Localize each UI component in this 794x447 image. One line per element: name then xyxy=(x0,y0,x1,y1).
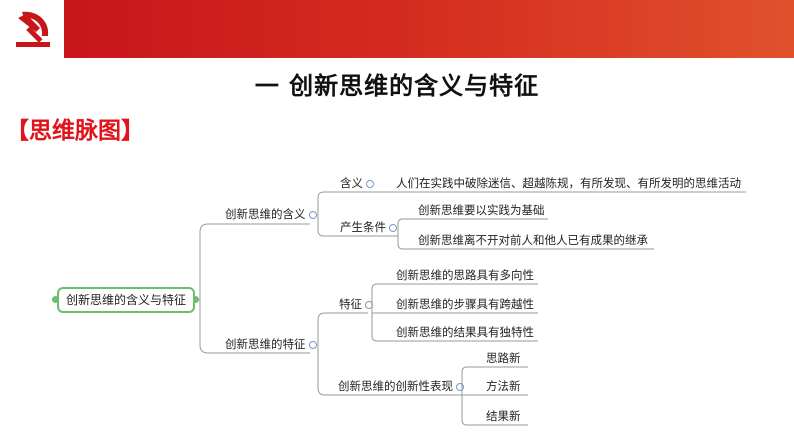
branch-meaning-label: 创新思维的含义 xyxy=(225,207,306,221)
root-left-handle[interactable] xyxy=(52,296,59,303)
root-right-handle[interactable] xyxy=(192,296,199,303)
features-node[interactable]: 特征 xyxy=(339,296,373,312)
condition-item[interactable]: 创新思维要以实践为基础 xyxy=(418,203,545,217)
connector-branch2-expression xyxy=(317,343,462,396)
collapse-toggle-icon[interactable] xyxy=(366,179,374,188)
connector-expression-3 xyxy=(461,395,528,426)
connector-branch1-conditions xyxy=(317,214,398,237)
header-gradient xyxy=(64,0,794,58)
connector-branch1-meaning xyxy=(317,191,368,214)
connector-root-branch2 xyxy=(199,300,310,354)
collapse-toggle-icon[interactable] xyxy=(308,210,317,219)
connector-condition-2 xyxy=(397,236,654,250)
feature-item[interactable]: 创新思维的步骤具有跨越性 xyxy=(396,297,534,311)
connector-root-branch1 xyxy=(195,223,310,301)
branch-features-node[interactable]: 创新思维的特征 xyxy=(225,336,317,352)
meaning-node[interactable]: 含义 xyxy=(340,175,374,191)
section-label: 【思维脉图】 xyxy=(6,118,144,144)
conditions-label: 产生条件 xyxy=(340,220,386,234)
expression-item[interactable]: 思路新 xyxy=(486,351,521,365)
slide-title: 一 创新思维的含义与特征 xyxy=(254,72,540,100)
condition-item[interactable]: 创新思维离不开对前人和他人已有成果的继承 xyxy=(418,233,648,247)
mindmap-root-node[interactable]: 创新思维的含义与特征 xyxy=(57,287,195,313)
meaning-label: 含义 xyxy=(340,176,363,190)
party-emblem-icon xyxy=(16,11,50,47)
expression-item[interactable]: 结果新 xyxy=(486,409,521,423)
features-label: 特征 xyxy=(339,297,362,311)
branch-features-label: 创新思维的特征 xyxy=(225,337,306,351)
branch-meaning-node[interactable]: 创新思维的含义 xyxy=(225,206,317,222)
connector-feature-1 xyxy=(371,283,538,313)
feature-item[interactable]: 创新思维的结果具有独特性 xyxy=(396,325,534,339)
expression-label: 创新思维的创新性表现 xyxy=(338,379,453,393)
connector-condition-1 xyxy=(397,218,548,236)
connector-expression-1 xyxy=(461,366,528,395)
meaning-text-node[interactable]: 人们在实践中破除迷信、超越陈规，有所发现、有所发明的思维活动 xyxy=(396,176,741,190)
expression-item[interactable]: 方法新 xyxy=(486,379,521,393)
connector-branch2-features xyxy=(317,312,368,343)
collapse-toggle-icon[interactable] xyxy=(308,340,317,349)
collapse-toggle-icon[interactable] xyxy=(389,223,397,232)
expression-node[interactable]: 创新思维的创新性表现 xyxy=(338,378,464,394)
collapse-toggle-icon[interactable] xyxy=(365,300,373,309)
collapse-toggle-icon[interactable] xyxy=(456,382,464,391)
feature-item[interactable]: 创新思维的思路具有多向性 xyxy=(396,268,534,282)
emblem-area xyxy=(0,0,64,58)
conditions-node[interactable]: 产生条件 xyxy=(340,219,397,235)
connector-feature-3 xyxy=(371,313,538,342)
